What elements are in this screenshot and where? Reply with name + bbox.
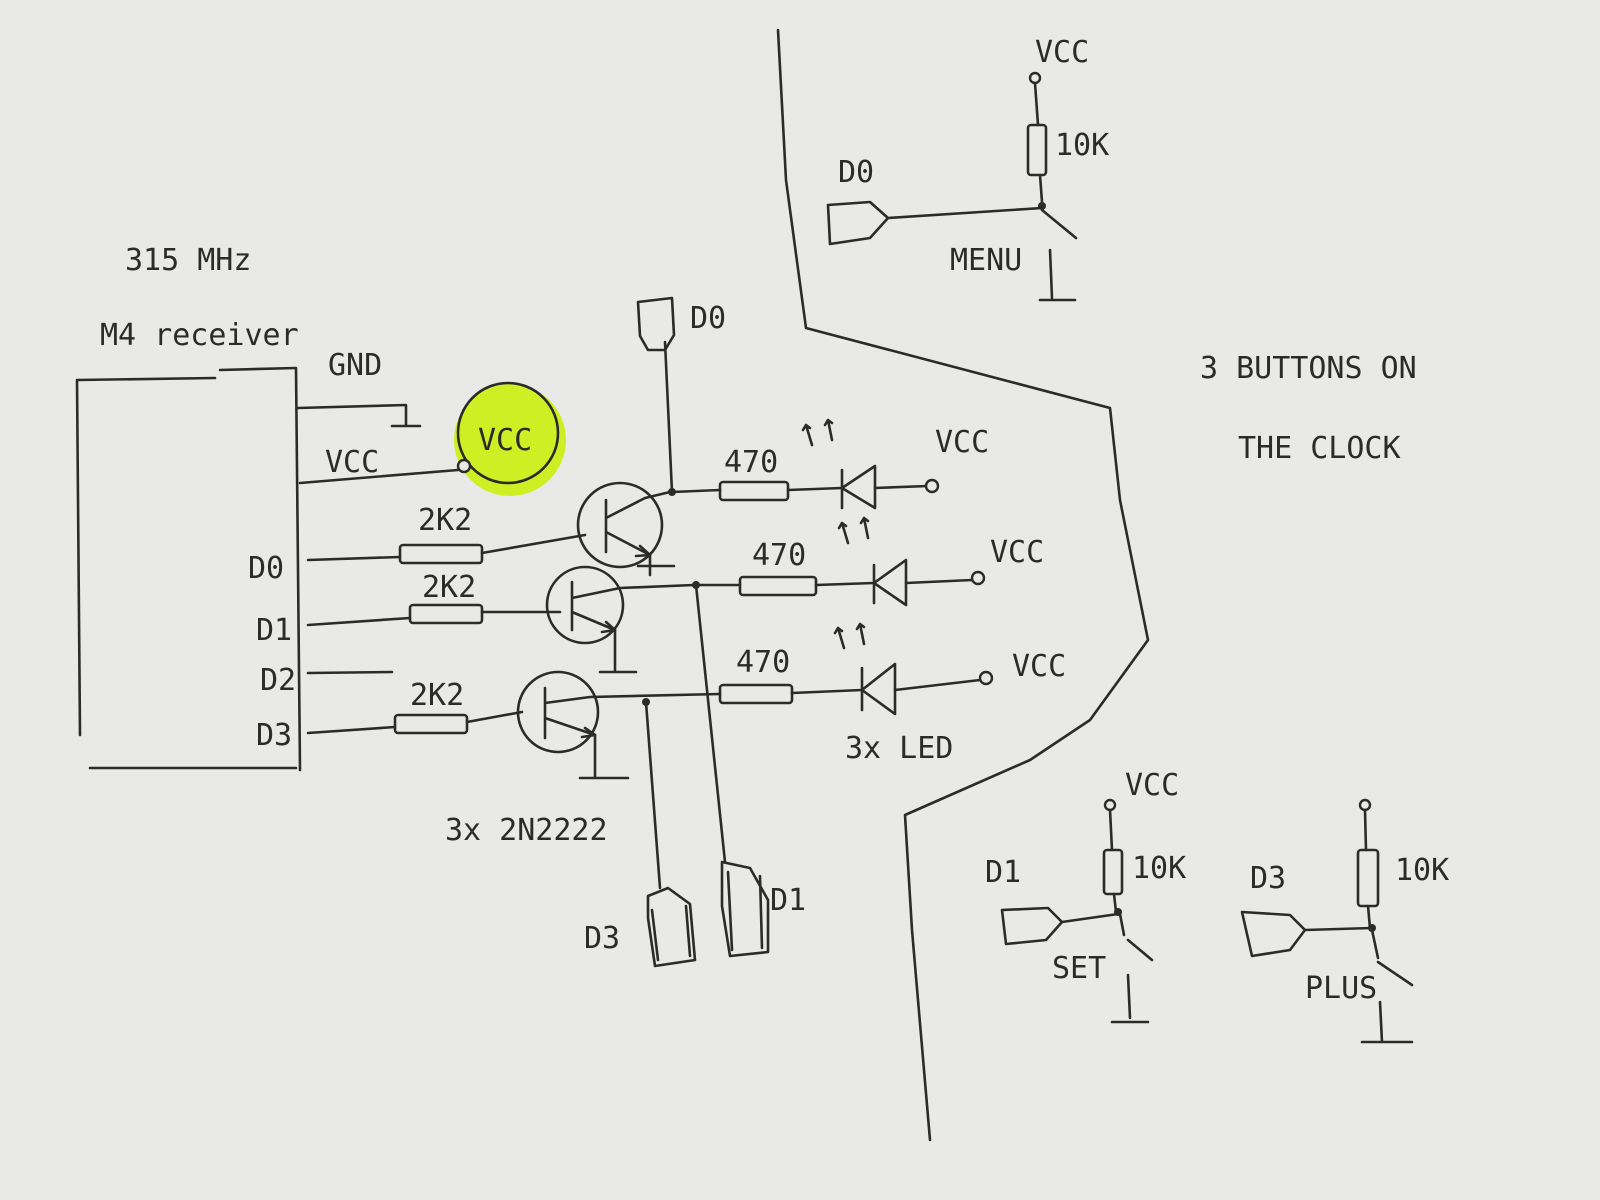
- d1-pin-label: D1: [256, 613, 292, 648]
- led-label: 3x LED: [845, 731, 953, 766]
- led-vcc-1-label: VCC: [935, 425, 989, 460]
- set-connector: [1000, 906, 1064, 946]
- plus-switch: [1360, 928, 1414, 1044]
- menu-resistor: [1026, 123, 1048, 177]
- led-3: [860, 662, 897, 716]
- led-resistor-1: [718, 480, 790, 502]
- receiver-box: [75, 366, 302, 772]
- vcc-pin-label: VCC: [325, 445, 379, 480]
- menu-label: MENU: [950, 243, 1022, 278]
- connector-top-label: D0: [690, 301, 726, 336]
- d2-pin-label: D2: [260, 663, 296, 698]
- set-button-circuit: VCC 10K D1 SET: [985, 768, 1186, 1024]
- buttons-title-line1: 3 BUTTONS ON: [1200, 351, 1417, 386]
- led-1: [840, 464, 877, 510]
- set-label: SET: [1052, 951, 1106, 986]
- gnd-label: GND: [328, 348, 382, 383]
- gnd-pin: GND: [296, 348, 422, 428]
- d0-pin-label: D0: [248, 551, 284, 586]
- base-resistor-3: [393, 713, 469, 735]
- menu-connector: [826, 200, 890, 246]
- menu-switch: [1038, 208, 1078, 302]
- vcc-highlight: [454, 384, 566, 496]
- led-resistor-1-label: 470: [724, 445, 778, 480]
- menu-pin-label: D0: [838, 155, 874, 190]
- led-resistor-2-label: 470: [752, 538, 806, 573]
- led-resistor-2: [738, 575, 818, 597]
- paper-fold-lines: [776, 28, 1150, 1142]
- led-vcc-3-label: VCC: [1012, 649, 1066, 684]
- menu-resistor-label: 10K: [1055, 128, 1109, 163]
- plus-label: PLUS: [1305, 971, 1377, 1006]
- connector-bottom-left: [646, 886, 697, 968]
- channel-d0: 2K2 D0 470 VCC: [306, 296, 989, 577]
- connector-bottom-right: [720, 860, 770, 958]
- plus-resistor: [1356, 848, 1380, 908]
- led-vcc-2-label: VCC: [990, 535, 1044, 570]
- channel-d3: 2K2 D3 470 VCC: [306, 622, 1066, 968]
- plus-button-circuit: 10K D3 PLUS: [1240, 798, 1449, 1044]
- plus-resistor-label: 10K: [1395, 853, 1449, 888]
- base-resistor-1-label: 2K2: [418, 503, 472, 538]
- base-resistor-1: [398, 543, 484, 565]
- set-resistor-label: 10K: [1132, 851, 1186, 886]
- base-resistor-2: [408, 603, 484, 625]
- led-resistor-3: [718, 683, 794, 705]
- receiver-freq-label: 315 MHz: [125, 243, 251, 278]
- menu-button-circuit: VCC 10K D0 MENU: [826, 35, 1109, 302]
- receiver-module: 315 MHz M4 receiver: [75, 243, 302, 772]
- led-resistor-3-label: 470: [736, 645, 790, 680]
- plus-pin-label: D3: [1250, 861, 1286, 896]
- led-2: [872, 558, 908, 607]
- menu-vcc-label: VCC: [1035, 35, 1089, 70]
- transistor-2: [545, 565, 625, 645]
- set-vcc-label: VCC: [1125, 768, 1179, 803]
- vcc-pin: VCC VCC: [298, 381, 566, 496]
- connector-bottom-right-label: D1: [770, 883, 806, 918]
- d3-pin-label: D3: [256, 718, 292, 753]
- plus-connector: [1240, 910, 1307, 958]
- transistor-1: [576, 481, 664, 569]
- set-pin-label: D1: [985, 855, 1021, 890]
- base-resistor-2-label: 2K2: [422, 570, 476, 605]
- d2-wire: [306, 670, 394, 675]
- base-resistor-3-label: 2K2: [410, 678, 464, 713]
- channel-d1: 2K2 D1 470 VCC: [306, 516, 1044, 958]
- connector-top: [636, 296, 676, 352]
- transistor-label: 3x 2N2222: [445, 813, 608, 848]
- set-switch: [1110, 912, 1154, 1024]
- buttons-title-line2: THE CLOCK: [1238, 431, 1401, 466]
- transistor-3: [516, 670, 600, 754]
- vcc-highlight-label: VCC: [478, 423, 532, 458]
- receiver-name-label: M4 receiver: [100, 318, 299, 353]
- set-resistor: [1102, 848, 1124, 896]
- connector-bottom-left-label: D3: [584, 921, 620, 956]
